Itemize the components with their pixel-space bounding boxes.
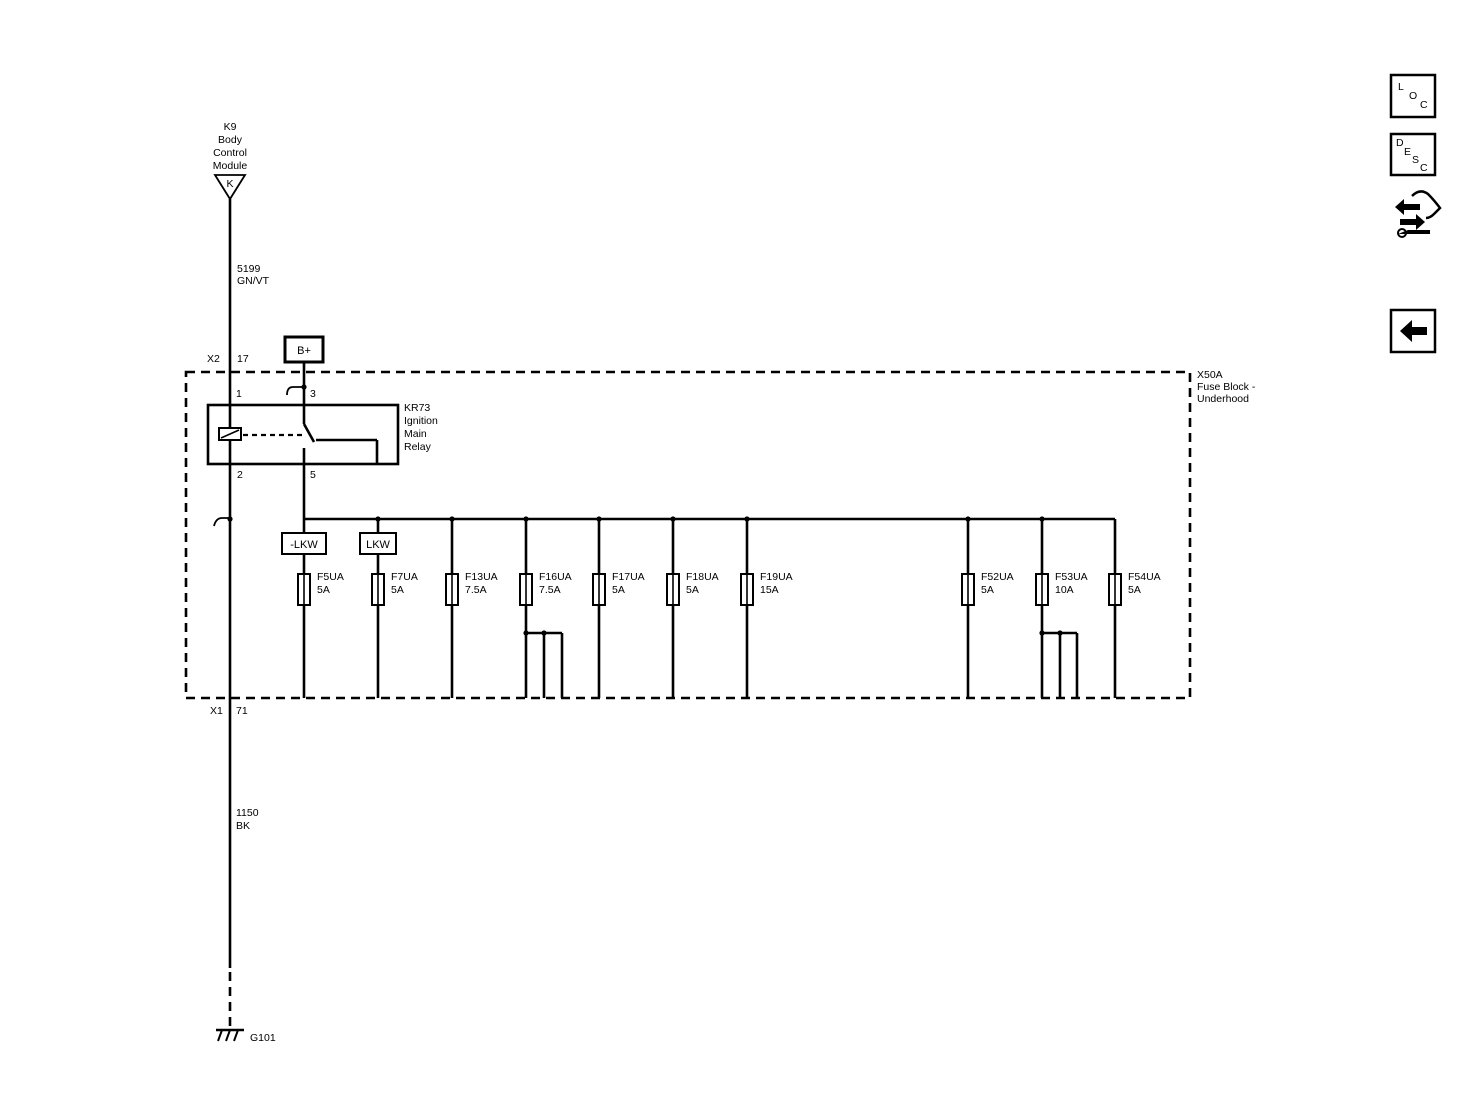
relay-ref: KR73	[404, 402, 430, 414]
module-connector-triangle	[213, 174, 247, 201]
module-name-line2: Control	[213, 147, 247, 159]
fuse-rating: 5A	[612, 584, 625, 596]
module-connector-letter: K	[226, 178, 233, 190]
svg-text:D: D	[1396, 137, 1404, 149]
fuse-rating: 5A	[1128, 584, 1141, 596]
battery-positive: B+	[283, 335, 325, 374]
fuse-name: F7UA	[391, 571, 418, 583]
fuse-name: F18UA	[686, 571, 719, 583]
relay-pin2: 2	[237, 469, 243, 481]
desc-button[interactable]: D E S C	[1389, 132, 1437, 177]
fuse-block-outline	[184, 370, 1192, 700]
fuse-rating: 5A	[981, 584, 994, 596]
back-arrow-icon[interactable]	[1389, 308, 1437, 354]
relay-pin3: 3	[310, 388, 316, 400]
pin-x1-number: 71	[236, 705, 248, 717]
fuse-rating: 5A	[317, 584, 330, 596]
relay-pin3-connector	[286, 386, 304, 396]
fuse-name: F17UA	[612, 571, 645, 583]
fuse-name: F16UA	[539, 571, 572, 583]
ground-icon	[216, 1028, 244, 1042]
relay-name-line2: Main	[404, 428, 427, 440]
pin-x2-number: 17	[237, 353, 249, 365]
relay-pin1: 1	[236, 388, 242, 400]
battery-label: B+	[297, 345, 311, 357]
fuse-name: F5UA	[317, 571, 344, 583]
module-ref: K9	[224, 121, 237, 133]
module-name-line3: Module	[213, 160, 248, 172]
relay-kr73: 3 1 2 5 KR73 Ignition Main Relay	[206, 374, 438, 519]
module-name-line1: Body	[218, 134, 243, 146]
fuse-name: F53UA	[1055, 571, 1088, 583]
module-k9: K9 Body Control Module K	[213, 121, 248, 201]
connector-swap-icon[interactable]	[1395, 190, 1442, 238]
wire-bottom-circuit: 1150	[236, 807, 259, 819]
lkw-tag-minus: -LKW	[281, 532, 327, 555]
fuse-rating: 10A	[1055, 584, 1074, 596]
fuse-rating: 15A	[760, 584, 779, 596]
fuse-name: F13UA	[465, 571, 498, 583]
fuse-rating: 7.5A	[539, 584, 561, 596]
svg-text:L: L	[1398, 81, 1404, 93]
svg-text:S: S	[1412, 154, 1419, 166]
pin-x1-connector: X1	[210, 705, 223, 717]
svg-text:E: E	[1404, 146, 1411, 158]
relay-name-line1: Ignition	[404, 415, 438, 427]
svg-text:LKW: LKW	[366, 539, 390, 551]
relay-switch-blade	[302, 423, 316, 443]
wire-bottom-color: BK	[236, 820, 250, 832]
fuse-rating: 7.5A	[465, 584, 487, 596]
loc-button[interactable]: L O C	[1389, 73, 1437, 119]
fuse-block-name-line2: Underhood	[1197, 393, 1249, 405]
fuse-name: F52UA	[981, 571, 1014, 583]
wire-top-circuit: 5199	[237, 263, 261, 275]
pin-x2-connector: X2	[207, 353, 220, 365]
fuse-block-ref: X50A	[1197, 369, 1223, 381]
lkw-tag: LKW	[359, 532, 397, 555]
fuse-group: F5UA5AF7UA5AF13UA7.5AF16UA7.5AF17UA5AF18…	[297, 516, 1161, 698]
svg-text:C: C	[1420, 162, 1428, 174]
fuse-rating: 5A	[686, 584, 699, 596]
fuse-block-name-line1: Fuse Block -	[1197, 381, 1256, 393]
fuse-name: F19UA	[760, 571, 793, 583]
svg-text:O: O	[1409, 90, 1417, 102]
fuse-rating: 5A	[391, 584, 404, 596]
fuse-name: F54UA	[1128, 571, 1161, 583]
relay-name-line3: Relay	[404, 441, 432, 453]
wire-top-color: GN/VT	[237, 275, 270, 287]
left-wire-connector	[213, 517, 230, 527]
svg-text:C: C	[1420, 99, 1428, 111]
ground-ref: G101	[250, 1032, 276, 1044]
relay-pin5: 5	[310, 469, 316, 481]
svg-text:-LKW: -LKW	[290, 539, 318, 551]
